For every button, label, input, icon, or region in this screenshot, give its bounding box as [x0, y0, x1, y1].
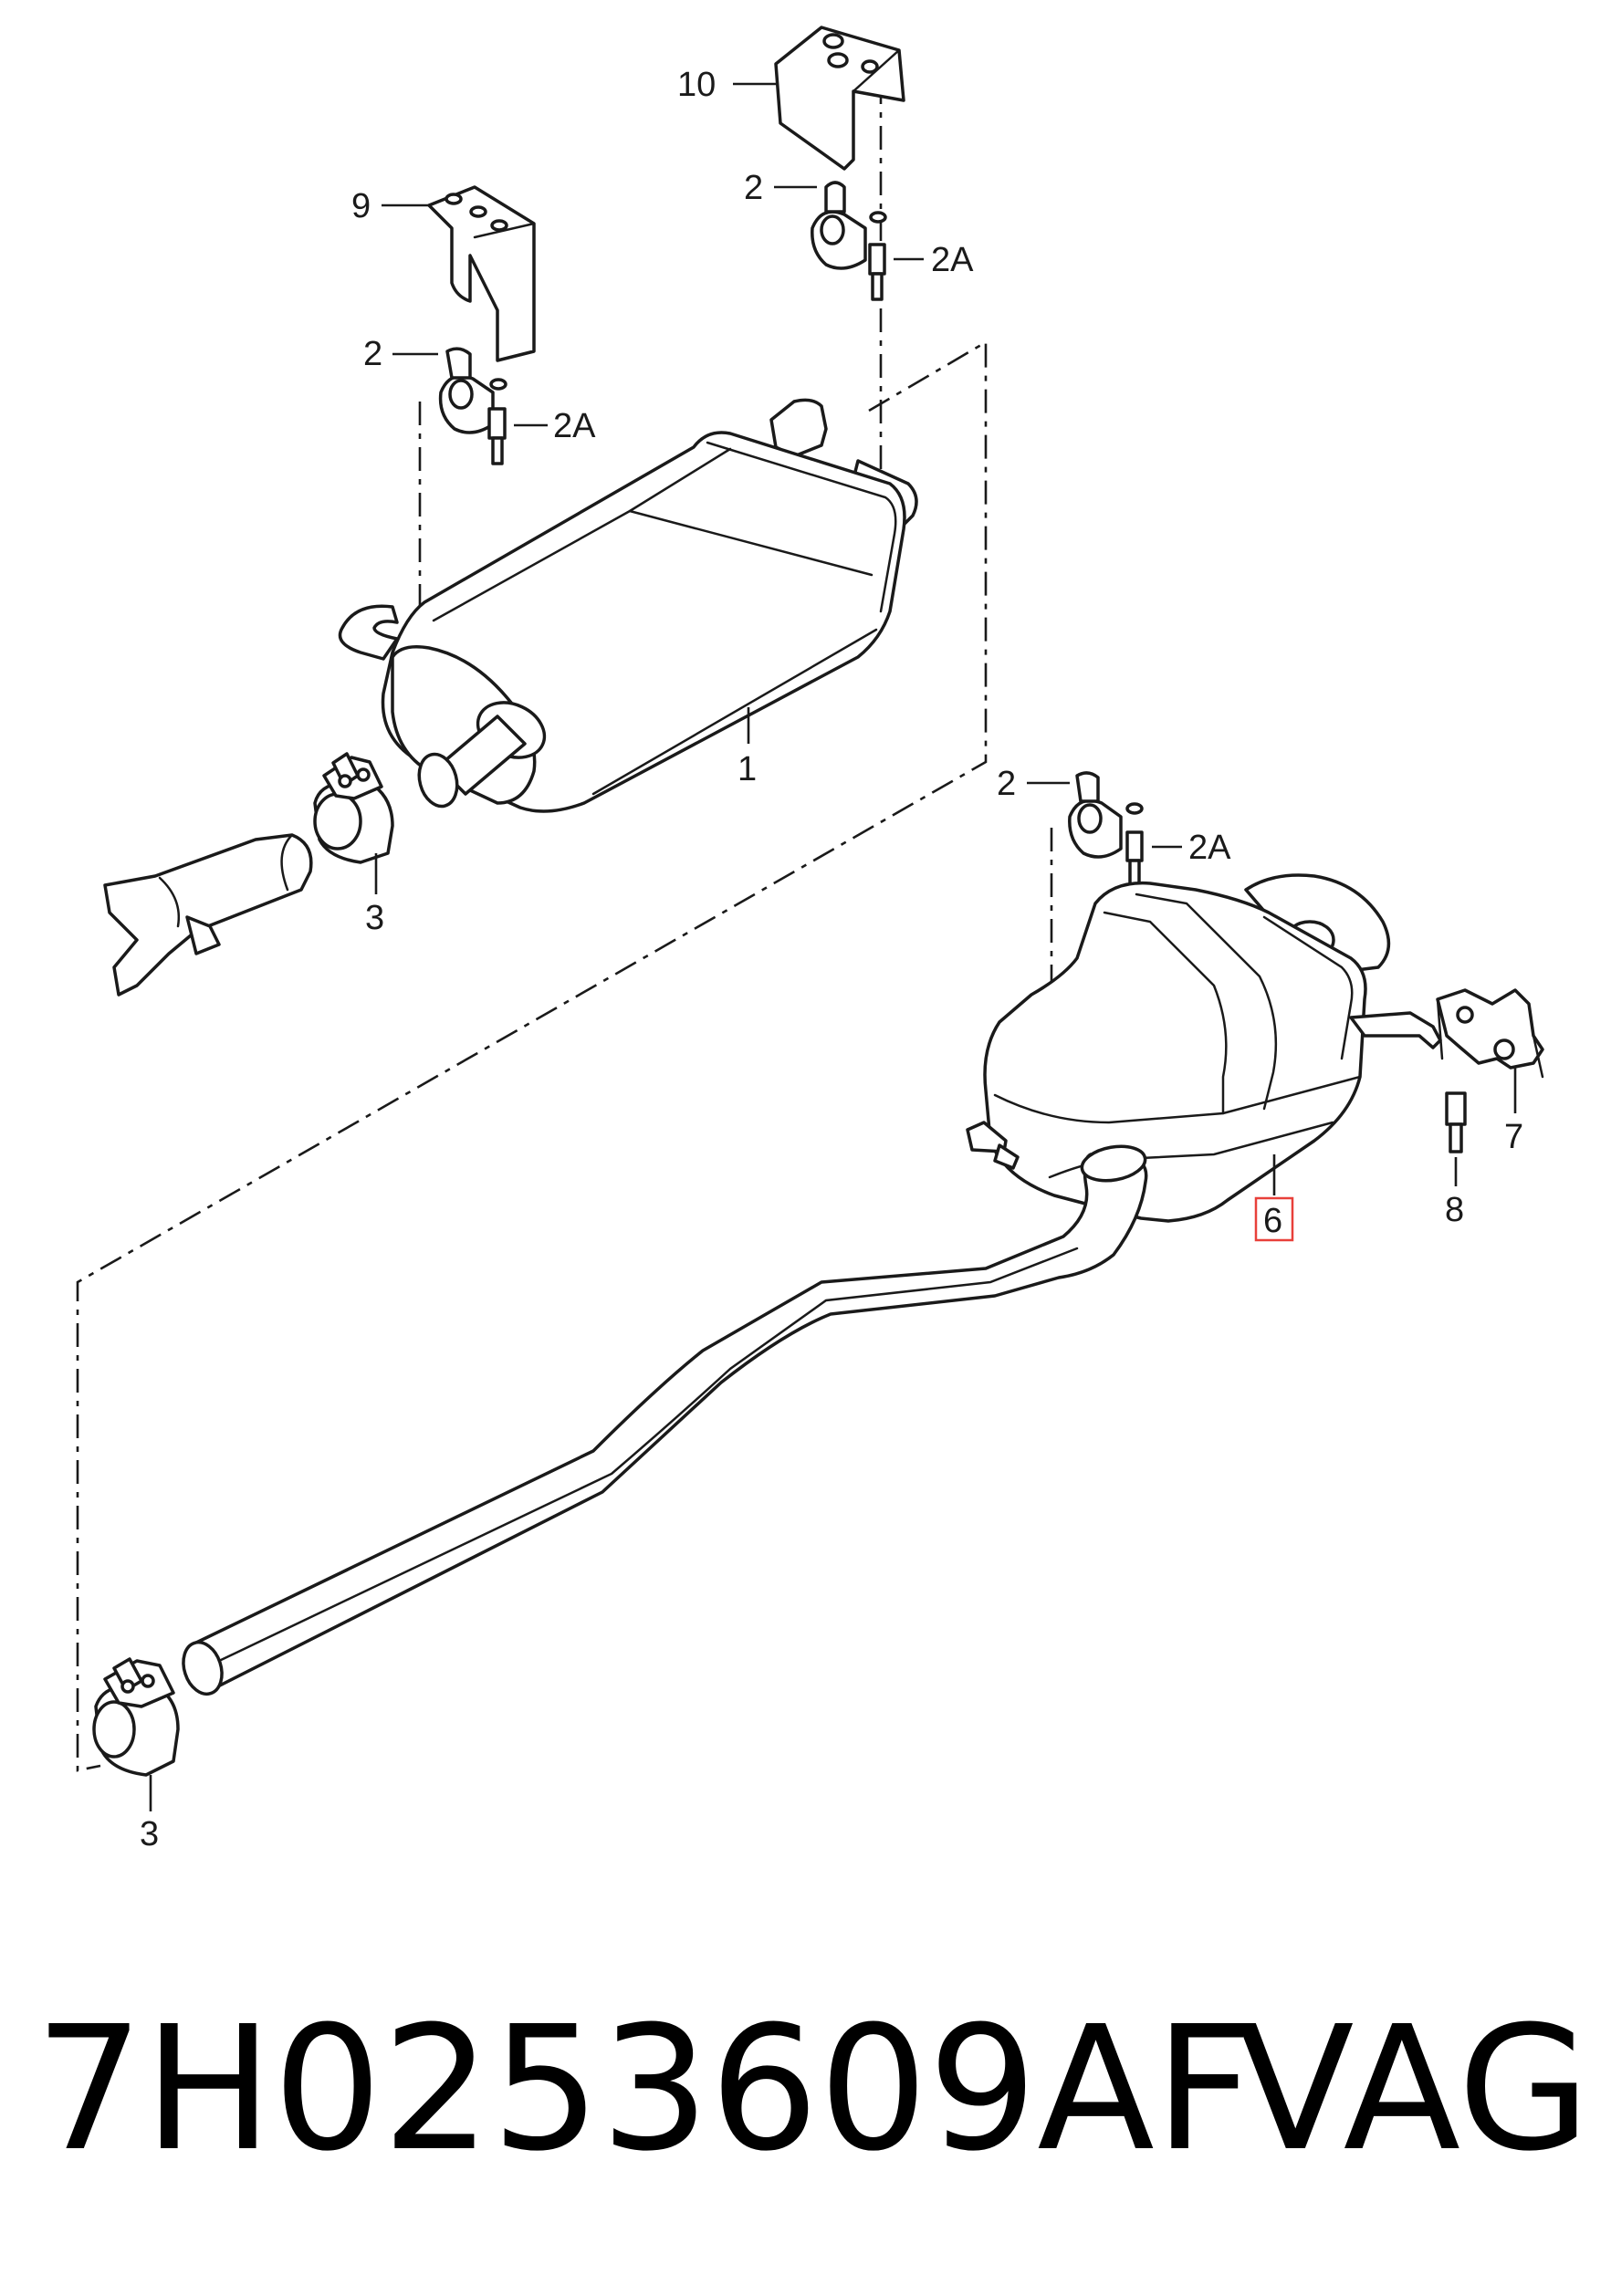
alignment-lines — [76, 80, 1053, 1772]
callout-labels: 10 9 2 2A 2 2A 1 3 2 2A 7 8 6 3 — [140, 66, 1523, 1853]
callout-2a-left: 2A — [553, 407, 596, 445]
bracket-7 — [1436, 988, 1544, 1079]
callout-2a-top: 2A — [931, 241, 974, 279]
callout-2-rear: 2 — [997, 765, 1016, 803]
callout-2-top: 2 — [744, 169, 763, 207]
rear-silencer-6 — [966, 873, 1442, 1223]
bracket-9 — [427, 185, 536, 362]
callout-9: 9 — [351, 187, 371, 225]
callout-2a-rear: 2A — [1188, 829, 1231, 867]
caption: 7H0253609AF VAG — [0, 1953, 1611, 2227]
rubber-hanger-top — [811, 181, 887, 301]
callout-2-left: 2 — [363, 335, 382, 373]
bracket-10 — [774, 26, 905, 171]
leader-lines — [149, 82, 1517, 1811]
rear-pipe — [182, 1144, 1148, 1696]
rubber-hanger-rear — [1068, 771, 1144, 888]
callout-3-lower: 3 — [140, 1815, 159, 1853]
callout-6: 6 — [1263, 1202, 1282, 1240]
brand-name: VAG — [1237, 1989, 1591, 2189]
rubber-hanger-left — [438, 347, 507, 465]
callout-6-highlight-box — [1254, 1196, 1294, 1242]
middle-silencer-1 — [338, 398, 918, 813]
bolt-8 — [1445, 1091, 1467, 1153]
clamp-3-lower — [92, 1657, 180, 1777]
front-pipe-upper — [103, 833, 313, 997]
part-number: 7H0253609AF — [35, 1989, 1254, 2189]
callout-8: 8 — [1445, 1191, 1464, 1229]
callout-7: 7 — [1504, 1118, 1523, 1156]
callout-3-upper: 3 — [365, 899, 384, 937]
callout-1: 1 — [738, 750, 757, 788]
clamp-3-upper — [313, 752, 394, 864]
callout-10: 10 — [677, 66, 716, 104]
